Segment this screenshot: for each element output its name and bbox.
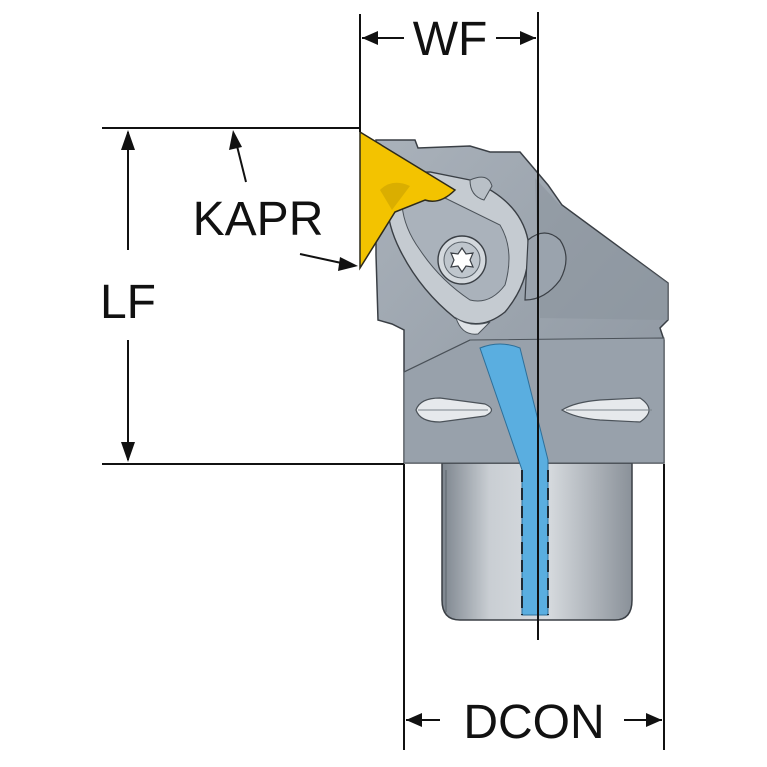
dcon-label: DCON — [463, 696, 604, 749]
coolant-channel — [479, 343, 549, 616]
extension-lines — [102, 12, 665, 750]
lf-dimension: LF — [100, 130, 156, 462]
slot-right — [560, 397, 652, 423]
kapr-dimension: KAPR — [193, 130, 358, 271]
lf-label: LF — [100, 276, 156, 329]
wf-label: WF — [413, 13, 488, 66]
cutting-insert — [359, 130, 457, 271]
arrow-right-icon — [646, 713, 662, 727]
kapr-label: KAPR — [193, 193, 324, 246]
torx-screw-icon — [437, 235, 487, 285]
arrow-left-icon — [362, 31, 378, 45]
clamp-assembly — [386, 171, 567, 335]
wf-dimension: WF — [362, 13, 536, 66]
arrow-down-icon — [121, 442, 135, 462]
arrow-up-icon — [229, 130, 242, 150]
arrow-left-icon — [406, 713, 422, 727]
slot-left — [415, 397, 493, 423]
dcon-dimension: DCON — [406, 696, 662, 749]
arrow-right-icon — [520, 31, 536, 45]
arrow-right-icon — [338, 257, 358, 271]
arrow-up-icon — [121, 130, 135, 150]
